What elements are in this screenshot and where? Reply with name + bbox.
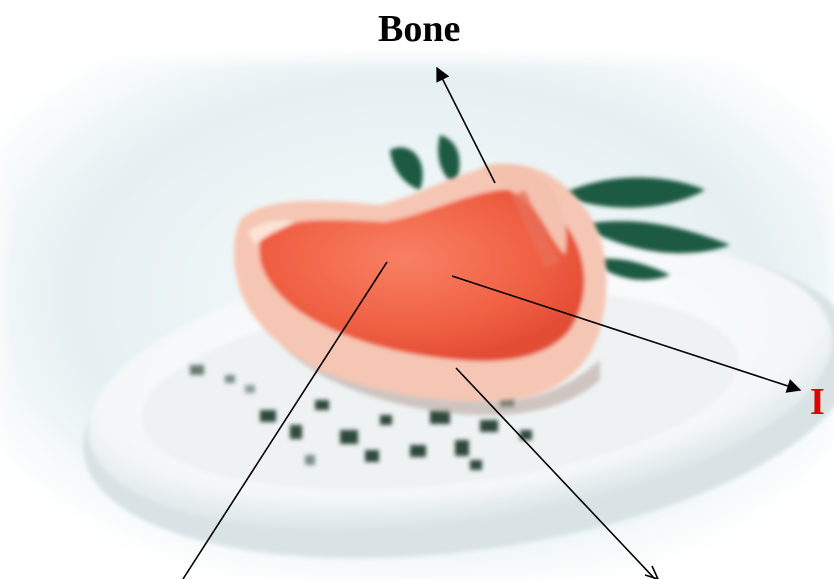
fat-label-partial: I bbox=[810, 383, 825, 421]
bone-label: Bone bbox=[378, 10, 460, 48]
